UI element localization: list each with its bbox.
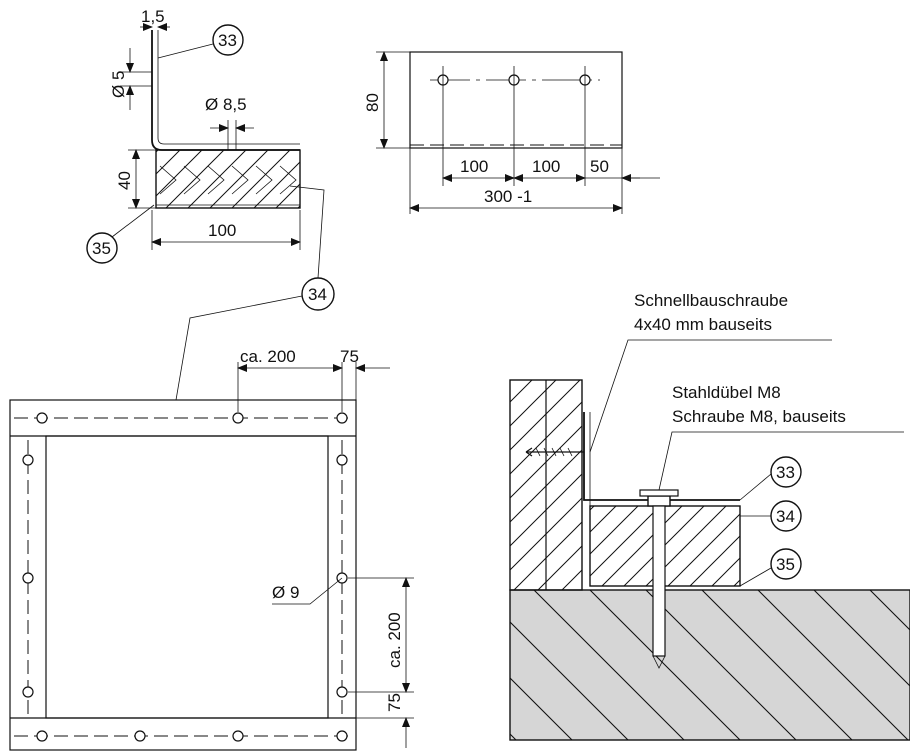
dim-hole: Ø 5	[109, 71, 128, 98]
dim-length: 300 -1	[484, 187, 532, 206]
install-callout-35-circle	[770, 548, 802, 580]
plan-hole	[36, 730, 48, 742]
plan-hole	[22, 686, 34, 698]
callout-35-label: 35	[92, 239, 111, 258]
plan-hole	[336, 412, 348, 424]
plan-hole	[336, 686, 348, 698]
install-callout-34-label: 34	[776, 507, 795, 526]
dim-pitch1: 100	[460, 157, 488, 176]
plan-inner-opening	[45, 435, 329, 719]
dim-plan-edge-h: 75	[340, 347, 359, 366]
dim-height: 40	[115, 171, 134, 190]
plan-hole	[134, 730, 146, 742]
install-callout-33-leader	[739, 473, 772, 501]
dim-width: 100	[208, 221, 236, 240]
plan-hole	[232, 730, 244, 742]
wall-screw	[525, 447, 584, 457]
callout-33-circle	[212, 24, 244, 56]
installation-section: Schnellbauschraube 4x40 mm bauseits Stah…	[509, 291, 910, 741]
flange-plate	[409, 51, 623, 149]
dim-screw-hole: Ø 8,5	[205, 95, 247, 114]
concrete-slab	[509, 589, 910, 741]
anchor-washer	[639, 489, 679, 497]
plan-hole	[22, 572, 34, 584]
anchor-label-leader	[658, 431, 904, 491]
screw-label-leader	[589, 339, 832, 453]
plan-view: ca. 200 75 Ø 9 ca. 200 75	[9, 347, 414, 751]
dim-plan-spacing-v: ca. 200	[385, 612, 404, 668]
plan-hole	[336, 730, 348, 742]
dim-pitch2: 100	[532, 157, 560, 176]
dim-thickness: 1,5	[141, 7, 165, 26]
anchor-rod	[652, 505, 666, 657]
dim-plan-edge-v: 75	[385, 693, 404, 712]
callout-35-leader	[111, 204, 155, 238]
callout-34-label: 34	[308, 285, 327, 304]
plan-outer-frame	[9, 399, 357, 751]
plan-holes	[22, 412, 348, 742]
install-angle-bracket	[583, 412, 740, 501]
install-callout-35-leader	[739, 567, 772, 587]
anchor-tip	[652, 655, 666, 669]
plan-hole	[36, 412, 48, 424]
angle-bracket-inner	[157, 30, 300, 145]
wall-screw-thread	[535, 447, 573, 457]
anchor-label-line2: Schraube M8, bauseits	[672, 407, 846, 426]
section-view: 1,5 Ø 5 Ø 8,5 40 100 33 35 34	[86, 7, 335, 401]
callout-35-circle	[86, 232, 118, 264]
callout-34-leader-section	[289, 185, 325, 279]
plan-hole	[232, 412, 244, 424]
plan-hole	[336, 454, 348, 466]
flange-elevation: 80 100 100 50 300 -1	[363, 51, 660, 214]
callout-33-label: 33	[218, 31, 237, 50]
plan-hole	[22, 454, 34, 466]
dim-plan-hole-leader	[272, 577, 343, 605]
dim-plan-hole: Ø 9	[272, 583, 299, 602]
install-callout-33-label: 33	[776, 463, 795, 482]
dim-flange-height: 80	[363, 93, 382, 112]
dim-edge: 50	[590, 157, 609, 176]
seal-herringbone	[159, 165, 297, 195]
screw-label-line1: Schnellbauschraube	[634, 291, 788, 310]
anchor-label-line1: Stahldübel M8	[672, 383, 781, 402]
anchor-nut	[647, 495, 671, 507]
callout-34-leader-plan	[175, 295, 303, 401]
install-callout-35-label: 35	[776, 555, 795, 574]
callout-33-leader	[157, 43, 214, 59]
dim-plan-spacing-h: ca. 200	[240, 347, 296, 366]
seal-block	[155, 149, 301, 209]
screw-label-line2: 4x40 mm bauseits	[634, 315, 772, 334]
install-callout-33-circle	[770, 456, 802, 488]
